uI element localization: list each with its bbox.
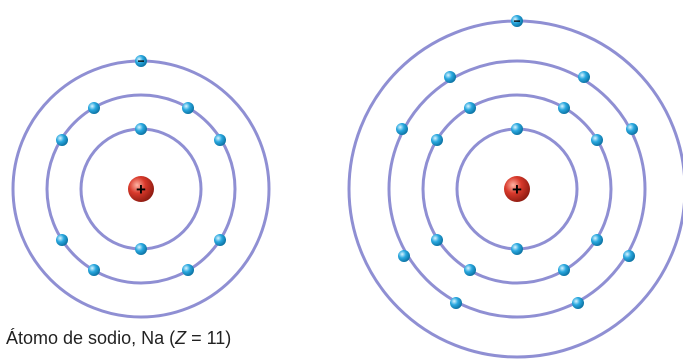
electron <box>450 297 462 309</box>
electron <box>591 134 603 146</box>
orbit-shell-2 <box>421 93 613 285</box>
electron <box>56 134 68 146</box>
sodium-atom: − + <box>11 54 271 319</box>
second-atom: − + <box>347 14 683 359</box>
electron <box>398 250 410 262</box>
electron <box>626 123 638 135</box>
orbit-shell-3 <box>387 59 647 319</box>
nucleus-plus-sign: + <box>512 180 522 199</box>
electron <box>135 243 147 255</box>
nucleus-plus-sign: + <box>136 180 146 199</box>
unpaired-electron: − <box>511 14 523 28</box>
electron <box>182 102 194 114</box>
electron <box>444 71 456 83</box>
electron <box>431 234 443 246</box>
caption-prefix: Átomo de sodio, Na ( <box>6 328 176 348</box>
electron <box>88 264 100 276</box>
electron <box>214 134 226 146</box>
nucleus: + <box>504 176 530 202</box>
electron <box>88 102 100 114</box>
unpaired-electron: − <box>135 54 147 68</box>
electron <box>578 71 590 83</box>
electron <box>135 123 147 135</box>
caption-atomic-number-symbol: Z <box>175 328 187 348</box>
electron <box>572 297 584 309</box>
nucleus: + <box>128 176 154 202</box>
electron <box>464 102 476 114</box>
electron <box>214 234 226 246</box>
electron <box>182 264 194 276</box>
electron <box>511 123 523 135</box>
caption-suffix: = 11) <box>186 328 232 348</box>
electron <box>511 243 523 255</box>
electron <box>558 102 570 114</box>
sodium-atom-caption: Átomo de sodio, Na (Z = 11) <box>6 328 231 349</box>
electron <box>431 134 443 146</box>
electron-minus-sign: − <box>513 14 520 28</box>
electron-minus-sign: − <box>137 54 144 68</box>
electron <box>591 234 603 246</box>
electron <box>396 123 408 135</box>
electron <box>56 234 68 246</box>
electron <box>558 264 570 276</box>
electron <box>623 250 635 262</box>
orbit-shell-2 <box>45 93 237 285</box>
electron <box>464 264 476 276</box>
